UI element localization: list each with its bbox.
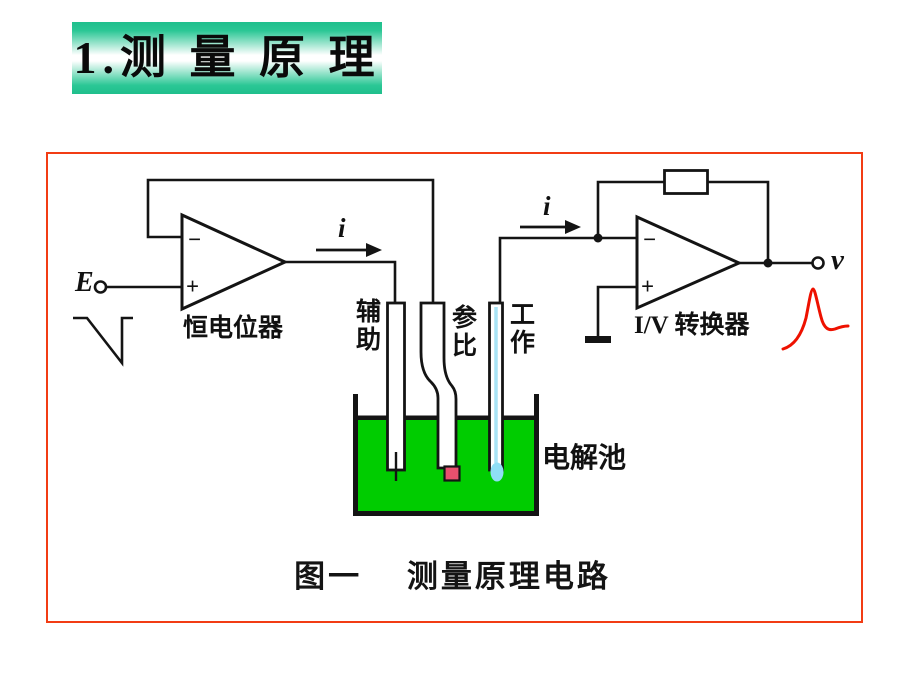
current-arrow-left-icon xyxy=(316,243,382,257)
output-terminal xyxy=(811,256,825,270)
ref-electrode xyxy=(419,301,461,482)
working-electrode-wire xyxy=(498,233,637,304)
beaker xyxy=(353,394,539,516)
figure-frame xyxy=(46,152,863,623)
opamp-potentiostat xyxy=(180,212,289,312)
ground-wire xyxy=(585,285,637,343)
response-peak-curve xyxy=(781,287,850,351)
input-terminal xyxy=(93,280,108,294)
mercury-drop xyxy=(490,462,504,482)
opamp1-minus-sign: − xyxy=(188,227,202,252)
current-label-right: i xyxy=(543,191,551,221)
potentiostat-label: 恒电位器 xyxy=(183,315,284,342)
iv-converter-label: I/V 转换器 xyxy=(634,312,750,339)
current-arrow-right-icon xyxy=(520,220,581,234)
ground-icon xyxy=(585,336,611,343)
work-electrode-label: 工作 xyxy=(509,302,535,357)
figure-caption: 图一 测量原理电路 xyxy=(294,559,611,594)
slide-title-banner: 1.测 量 原 理 xyxy=(72,22,382,94)
slide-title: 1.测 量 原 理 xyxy=(73,32,381,83)
ref-electrode-label: 参比 xyxy=(451,305,477,360)
input-label: E xyxy=(75,267,94,298)
opamp1-plus-sign: + xyxy=(186,274,200,299)
opamp1-output-wire xyxy=(285,260,397,304)
sweep-waveform-icon xyxy=(73,316,133,367)
potentiostat-feedback-wire xyxy=(146,178,435,304)
ref-electrode-tip xyxy=(443,465,461,482)
input-wire xyxy=(93,280,182,294)
opamp2-minus-sign: − xyxy=(643,227,657,252)
cell-label: 电解池 xyxy=(542,443,627,474)
current-label-left: i xyxy=(338,213,346,243)
opamp-iv-converter xyxy=(635,214,743,311)
output-wire xyxy=(739,256,825,270)
work-electrode xyxy=(488,301,504,482)
output-junction-dot xyxy=(763,258,773,268)
output-label: v xyxy=(831,244,844,276)
aux-electrode-label: 辅助 xyxy=(355,299,381,354)
feedback-resistor xyxy=(663,169,709,195)
aux-electrode xyxy=(386,301,406,481)
opamp2-plus-sign: + xyxy=(641,274,655,299)
